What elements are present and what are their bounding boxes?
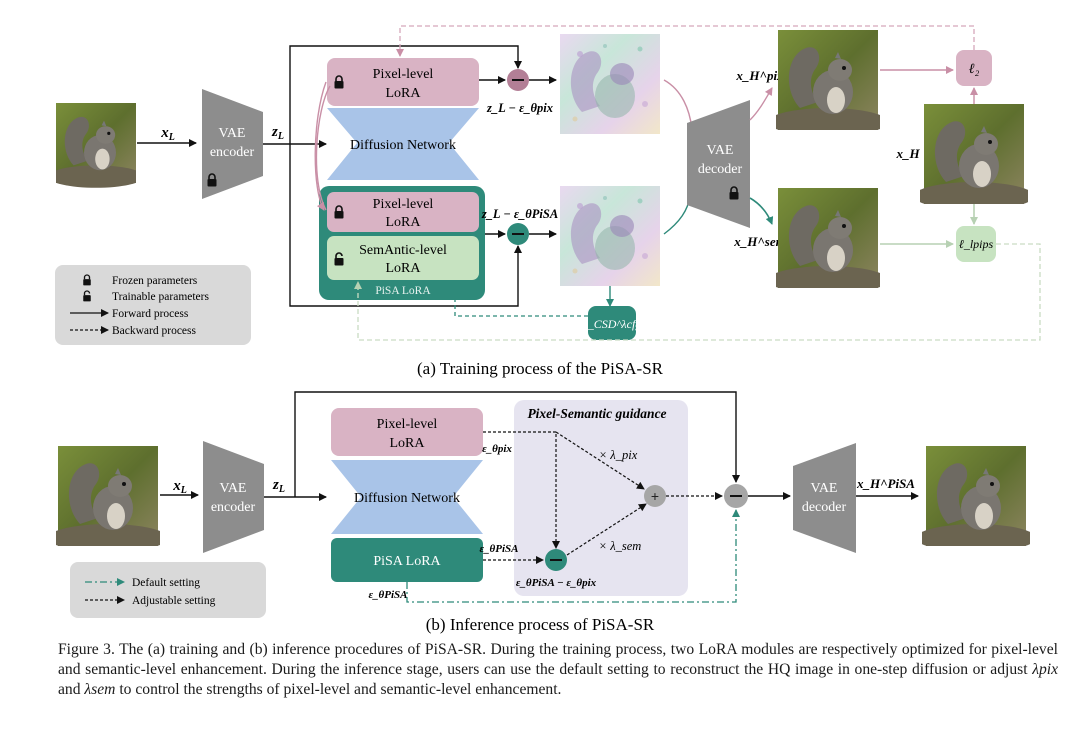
times-lambda-pix: × λ_pix — [599, 448, 638, 462]
curve-pixel-lora-share-2 — [314, 81, 327, 211]
diff-label: ε_θPiSA − ε_θpix — [516, 577, 597, 589]
legend-forward-label: Forward process — [112, 308, 189, 320]
inference-default-path — [406, 509, 740, 603]
semantic-lora-label-2: LoRA — [386, 261, 422, 276]
guidance-title: Pixel-Semantic guidance — [527, 406, 666, 421]
backward-l2-to-pixel — [396, 25, 975, 57]
legend-frozen-label: Frozen parameters — [112, 275, 198, 287]
vae-encoder-block — [202, 89, 263, 199]
inference-pisa-lora — [331, 538, 483, 582]
legend-trainable-label: Trainable parameters — [112, 291, 209, 303]
eps-pisa-bottom-label: ε_θPiSA — [369, 589, 408, 601]
legend-default-label: Default setting — [132, 577, 200, 589]
legend-adjustable-label: Adjustable setting — [132, 595, 216, 607]
out-sem-label: x_H^sem — [733, 234, 785, 249]
inference-diff-to-plus — [566, 503, 647, 556]
pixel-lora-bottom-block — [327, 192, 479, 232]
inference-output-image — [922, 446, 1030, 546]
pixel-lora-top-label-1: Pixel-level — [373, 67, 434, 82]
intermediate-image-pix — [560, 34, 660, 134]
semantic-lora-label-1: SemAntic-level — [359, 243, 447, 258]
loss-l2-label: ℓ₂ — [969, 62, 980, 77]
vae-encoder-label-1: VAE — [219, 126, 246, 141]
out-pix-label: x_H^pix — [735, 68, 784, 83]
caption-text-2: to control the strengths of pixel-level … — [119, 681, 562, 698]
inference-title: (b) Inference process of PiSA-SR — [426, 615, 655, 634]
times-lambda-sem: × λ_sem — [599, 539, 642, 553]
inference-pixel-lora-label-2: LoRA — [390, 436, 426, 451]
arrow-decoder-to-pix — [749, 87, 773, 121]
inference-input-image — [56, 446, 160, 546]
pixel-lora-bottom-label-1: Pixel-level — [373, 197, 434, 212]
inference-diffusion-label: Diffusion Network — [354, 491, 460, 506]
vae-decoder-label-1: VAE — [707, 143, 734, 158]
skip-line-top — [289, 45, 522, 144]
caption-and: and — [58, 681, 81, 698]
loss-l2-block — [956, 50, 992, 86]
output-image-sem — [776, 188, 880, 288]
input-label: xL — [160, 125, 175, 143]
inference-pixel-lora-label-1: Pixel-level — [377, 417, 438, 432]
inference-vae-decoder — [793, 443, 856, 553]
inference-decoder-label-2: decoder — [802, 500, 847, 515]
inference-plus-circle — [644, 485, 666, 507]
input-image-lq — [56, 103, 136, 188]
curve-noise-bottom-to-decoder — [663, 195, 691, 235]
intermediate-image-sem — [560, 186, 660, 286]
figure-caption: Figure 3. The (a) training and (b) infer… — [58, 640, 1058, 700]
inference-diffusion-network — [331, 460, 483, 534]
inference-output-label: x_H^PiSA — [856, 476, 915, 491]
vae-decoder-label-2: decoder — [698, 162, 743, 177]
inference-encoder-label-2: encoder — [211, 500, 256, 515]
inference-latent-label: zL — [272, 477, 285, 495]
loss-csd-block — [588, 306, 636, 340]
loss-lpips-block — [956, 226, 996, 262]
inference-pisa-lora-label: PiSA LoRA — [373, 554, 441, 569]
vae-encoder-label-2: encoder — [210, 145, 255, 160]
inference-pixel-lora — [331, 408, 483, 456]
pisa-lora-group-label: PiSA LoRA — [375, 285, 431, 297]
eq-bottom-label: z_L − ε_θPiSA — [481, 207, 558, 221]
caption-text-1: The (a) training and (b) inference proce… — [58, 641, 1058, 678]
gt-label: x_H — [895, 146, 920, 161]
training-legend — [55, 265, 251, 345]
ground-truth-image — [920, 104, 1028, 204]
skip-line-bottom — [289, 144, 522, 307]
pixel-lora-top-block — [327, 58, 479, 106]
inference-input-label: xL — [172, 478, 187, 496]
diffusion-network-block — [327, 108, 479, 180]
pixel-lora-bottom-label-2: LoRA — [386, 215, 422, 230]
training-diagram: xL VAE encoder zL Pixel-level LoRA Diffu… — [55, 25, 1041, 378]
curve-pixel-lora-share — [315, 85, 331, 211]
inference-legend — [70, 562, 266, 618]
semantic-lora-block — [327, 236, 479, 280]
curve-noise-top-to-decoder — [663, 79, 693, 131]
pixel-lora-top-label-2: LoRA — [386, 86, 422, 101]
caption-title: Figure 3. — [58, 641, 115, 658]
eps-pix-label: ε_θpix — [482, 443, 512, 455]
output-image-pix — [776, 30, 880, 130]
loss-lpips-label: ℓ_lpips — [959, 237, 994, 251]
latent-label: zL — [271, 124, 284, 142]
eps-pisa-right-label: ε_θPiSA — [480, 543, 519, 555]
inference-skip-line — [294, 391, 740, 497]
inference-encoder-label-1: VAE — [220, 481, 247, 496]
inference-pix-to-plus — [555, 431, 645, 490]
inference-decoder-label-1: VAE — [811, 481, 838, 496]
arrow-decoder-to-sem — [749, 197, 774, 225]
diffusion-network-label: Diffusion Network — [350, 138, 456, 153]
inference-plus-sign: + — [651, 488, 659, 504]
inference-vae-encoder — [203, 441, 264, 553]
backward-csd-to-semantic — [451, 281, 588, 317]
backward-lpips-to-semantic — [354, 243, 1041, 341]
inference-diagram: xL VAE encoder zL Pixel-level LoRA Diffu… — [56, 391, 1030, 634]
loss-csd-label: ℓ_CSD^λcfg — [583, 317, 642, 331]
caption-lambda-pix: λpix — [1032, 661, 1058, 678]
legend-backward-label: Backward process — [112, 325, 197, 337]
caption-lambda-sem: λsem — [84, 681, 116, 698]
eq-top-label: z_L − ε_θpix — [486, 101, 553, 115]
training-title: (a) Training process of the PiSA-SR — [417, 359, 664, 378]
